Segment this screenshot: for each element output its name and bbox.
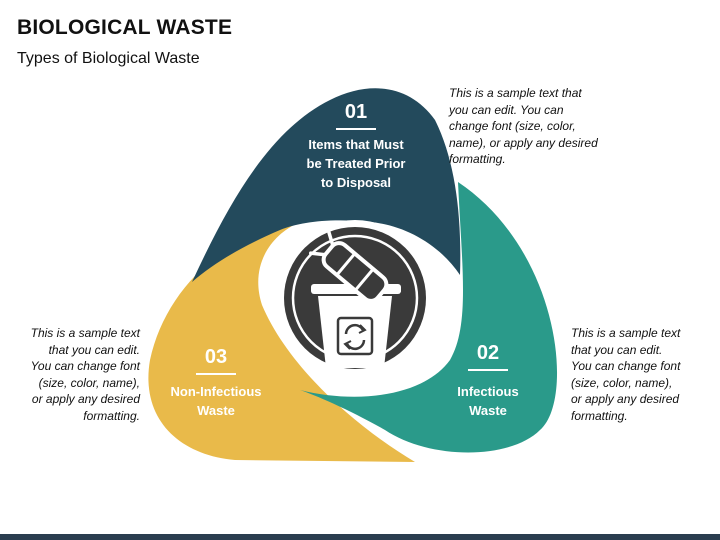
segment-01-label-line-2: be Treated Prior [307,156,406,171]
segment-03-number: 03 [205,346,227,368]
segment-02-label-line-1: Infectious [457,384,518,399]
page-subtitle: Types of Biological Waste [17,50,200,67]
segment-03-description: This is a sample text that you can edit.… [30,326,140,423]
segment-03-label-line-2: Waste [197,403,235,418]
segment-03-shape [148,222,415,462]
page-title: BIOLOGICAL WASTE [17,16,233,39]
segment-01-description: This is a sample text that you can edit.… [449,86,598,166]
segment-01-shape [192,88,461,282]
segment-01-label-line-3: to Disposal [321,175,391,190]
segment-01-number: 01 [345,101,367,123]
segment-02-description: This is a sample text that you can edit.… [571,326,681,423]
segment-02-shape [300,182,558,453]
segment-01-label-line-1: Items that Must [308,137,404,152]
segment-02-number: 02 [477,342,499,364]
biohazard-bin-icon [309,229,401,368]
segment-03-label-line-1: Non-Infectious [171,384,262,399]
bottom-accent-bar [0,534,720,540]
segment-02-label-line-2: Waste [469,403,507,418]
